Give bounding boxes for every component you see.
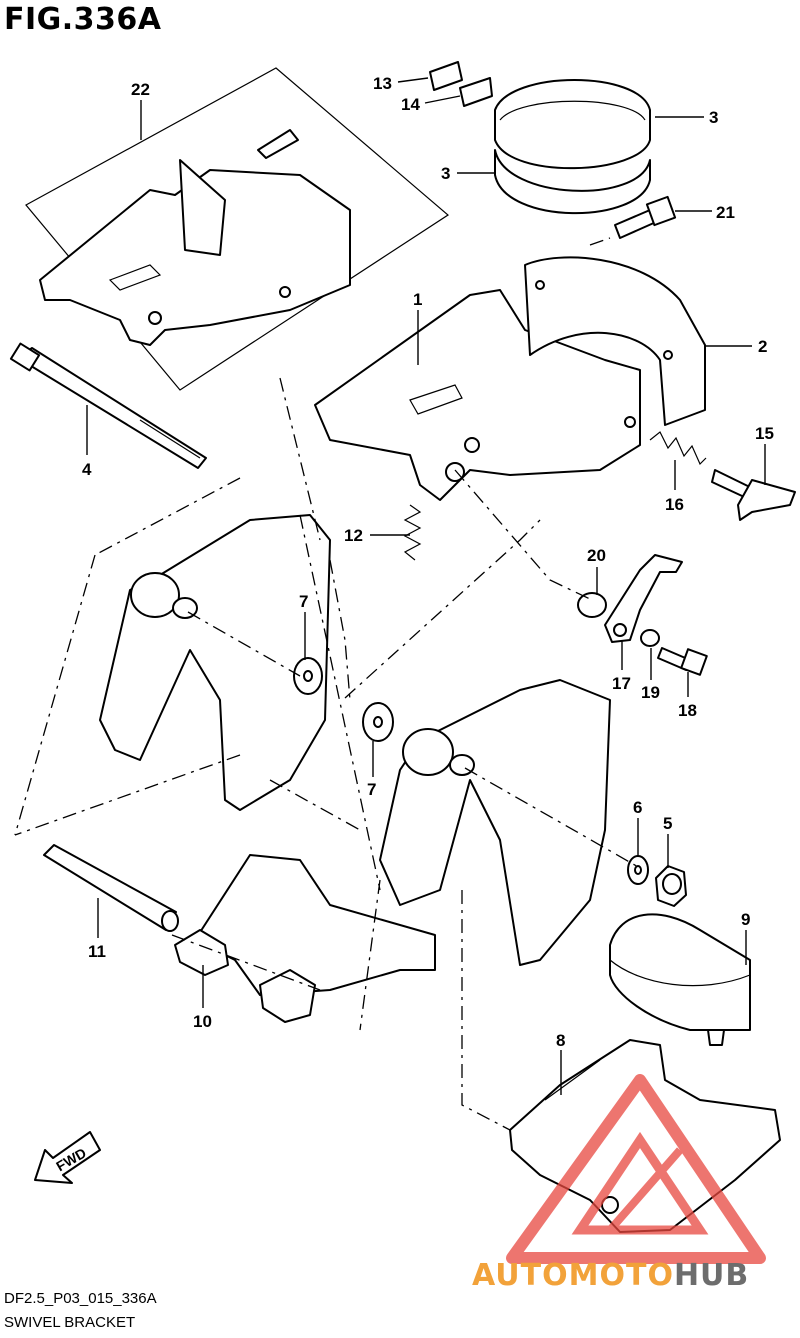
- figure-code: DF2.5_P03_015_336A: [4, 1290, 157, 1307]
- fwd-arrow-icon: FWD: [34, 1131, 101, 1184]
- callout-21[interactable]: 21: [716, 203, 735, 222]
- callout-18[interactable]: 18: [678, 701, 697, 720]
- callout-19[interactable]: 19: [641, 683, 660, 702]
- part-7-washer-upper[interactable]: [293, 657, 323, 695]
- callout-2[interactable]: 2: [758, 337, 767, 356]
- part-17-lever[interactable]: [604, 554, 683, 643]
- tilt-bracket-right[interactable]: [379, 679, 611, 966]
- callout-5[interactable]: 5: [663, 814, 672, 833]
- callout-4[interactable]: 4: [82, 460, 92, 479]
- callout-11[interactable]: 11: [88, 942, 106, 961]
- part-18-bolt[interactable]: [657, 647, 708, 676]
- callout-8[interactable]: 8: [556, 1031, 565, 1050]
- part-7-washer-lower[interactable]: [362, 702, 394, 742]
- part-22-swivel-bracket-assy[interactable]: [39, 129, 351, 346]
- assembly-lines: [14, 237, 641, 1131]
- watermark-text: AUTOMOTOHUB: [472, 1258, 749, 1293]
- part-5-nut[interactable]: [655, 865, 687, 907]
- part-14-plate[interactable]: [459, 77, 493, 107]
- part-2-clamp[interactable]: [524, 256, 706, 426]
- part-12-spring[interactable]: [403, 504, 422, 561]
- part-21-bolt[interactable]: [614, 195, 677, 239]
- part-9-cover[interactable]: [609, 913, 751, 1046]
- callout-20[interactable]: 20: [587, 546, 606, 565]
- watermark-text-a: AUTOMOTO: [472, 1258, 674, 1293]
- callout-13[interactable]: 13: [373, 74, 392, 93]
- part-11-pin[interactable]: [43, 844, 179, 932]
- callout-15[interactable]: 15: [755, 424, 774, 443]
- watermark-text-b: HUB: [673, 1258, 750, 1293]
- callout-6[interactable]: 6: [633, 798, 642, 817]
- part-19-washer[interactable]: [640, 629, 660, 647]
- callout-17[interactable]: 17: [612, 674, 631, 693]
- tilt-bracket-left[interactable]: [99, 514, 331, 811]
- part-3-bushing[interactable]: [494, 79, 651, 215]
- part-1-swivel-bracket[interactable]: [314, 289, 641, 501]
- callout-10[interactable]: 10: [193, 1012, 212, 1031]
- part-10-stopper-shaft[interactable]: [174, 854, 436, 1023]
- callout-7-lower[interactable]: 7: [367, 780, 376, 799]
- callout-1[interactable]: 1: [413, 290, 422, 309]
- callout-9[interactable]: 9: [741, 910, 750, 929]
- callout-3-upper[interactable]: 3: [709, 108, 718, 127]
- watermark-logo: [506, 1074, 766, 1264]
- part-15-thumb-screw[interactable]: [711, 469, 796, 521]
- callout-22[interactable]: 22: [131, 80, 150, 99]
- part-16-spring[interactable]: [649, 431, 707, 466]
- figure-title: FIG.336A: [4, 2, 162, 37]
- leader-lines: [86, 77, 766, 1095]
- callout-16[interactable]: 16: [665, 495, 684, 514]
- callout-7-upper[interactable]: 7: [299, 592, 308, 611]
- part-13-plate[interactable]: [429, 61, 463, 91]
- callout-3-lower[interactable]: 3: [441, 164, 450, 183]
- callout-12[interactable]: 12: [344, 526, 363, 545]
- figure-name: SWIVEL BRACKET: [4, 1314, 136, 1331]
- part-4-bolt[interactable]: [9, 342, 207, 469]
- part-20-ring[interactable]: [577, 592, 607, 618]
- part-6-washer[interactable]: [627, 855, 649, 885]
- callout-14[interactable]: 14: [401, 95, 420, 114]
